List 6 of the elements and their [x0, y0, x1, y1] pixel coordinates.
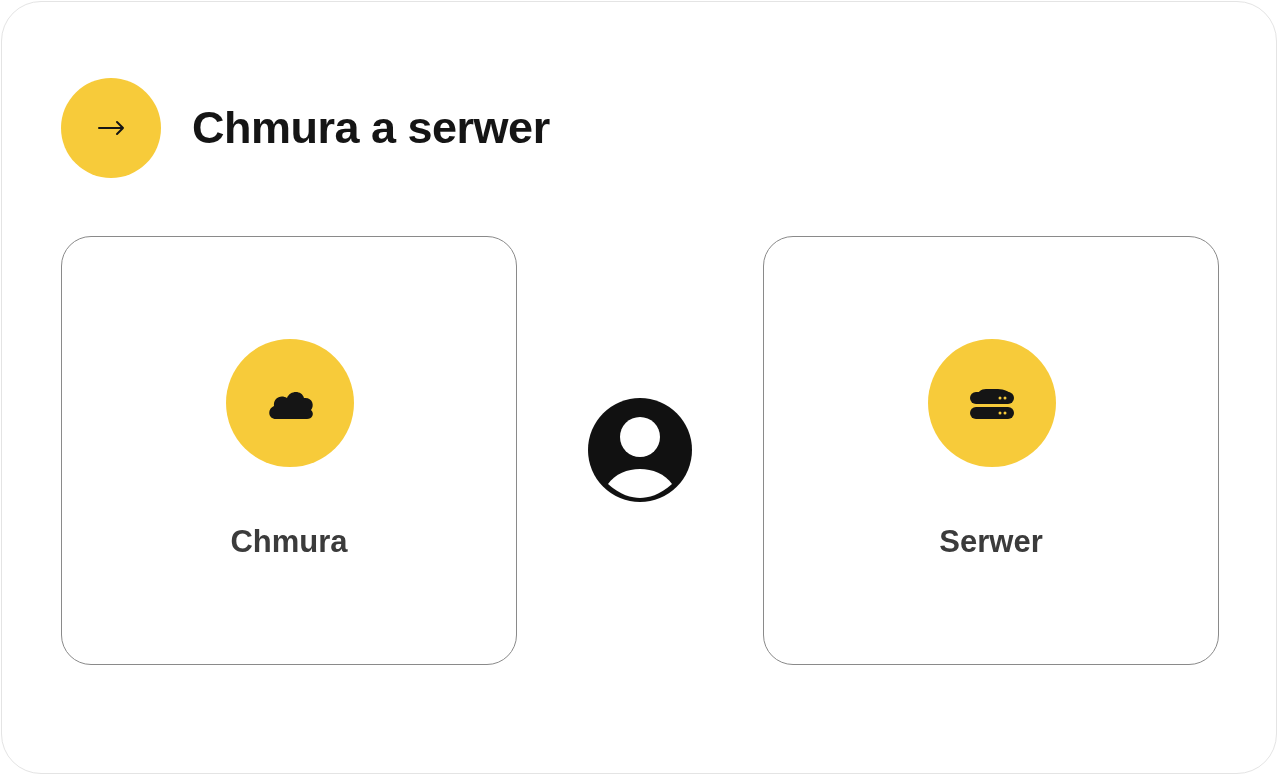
person-icon	[588, 398, 692, 502]
heading: Chmura a serwer	[192, 101, 550, 155]
card-label: Serwer	[939, 523, 1043, 561]
card-panel	[61, 236, 517, 665]
card-label: Chmura	[230, 523, 348, 561]
card-panel	[763, 236, 1219, 665]
